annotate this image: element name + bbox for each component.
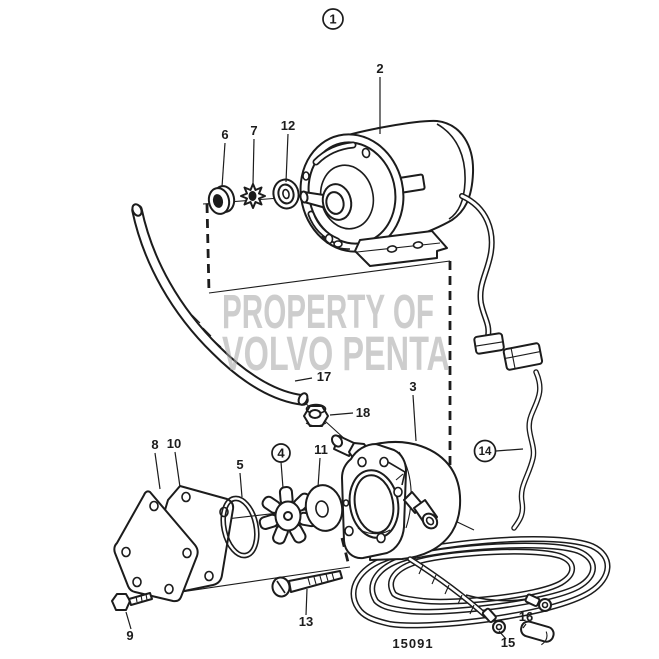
pump-housing-drawing [330, 434, 462, 561]
ring-terminal-b [524, 593, 552, 612]
twisted-wire-hatching [418, 564, 475, 615]
callout-9: 9 [126, 628, 133, 643]
motor-bracket [354, 230, 448, 267]
callout-circle-4 [271, 443, 291, 463]
callout-circle-1 [322, 8, 344, 30]
callout-1: 1 [329, 12, 336, 27]
callout-3: 3 [409, 379, 416, 394]
callout-16: 16 [519, 609, 533, 624]
cable-connector-female [502, 342, 544, 371]
callout-labels: 1 2 3 4 5 6 7 8 9 10 11 12 13 14 15 16 1… [126, 8, 533, 650]
watermark-line2: VOLVO PENTA [222, 328, 450, 381]
callout-2: 2 [376, 61, 383, 76]
protective-sleeve [520, 620, 555, 646]
callout-13: 13 [299, 614, 313, 629]
motor-drawing [299, 119, 475, 267]
o-ring-drawing [220, 495, 260, 559]
shaft-parts-drawing [207, 178, 300, 215]
callout-15: 15 [501, 635, 515, 650]
cable-connector-male [473, 332, 505, 355]
leader-lines [125, 77, 527, 640]
callout-18: 18 [356, 405, 370, 420]
hose-nut-drawing [303, 403, 329, 427]
callout-12: 12 [281, 118, 295, 133]
hose-shading [191, 314, 222, 348]
callout-circle-14 [473, 439, 497, 463]
callout-10: 10 [167, 436, 181, 451]
watermark-line1: PROPERTY OF [222, 286, 434, 339]
bolt-drawing [111, 592, 153, 611]
callout-4: 4 [277, 446, 285, 461]
ring-terminal-a [481, 607, 506, 634]
bolt-threads [135, 593, 148, 603]
screw-drawing [271, 570, 343, 598]
callout-7: 7 [250, 123, 257, 138]
callout-14: 14 [479, 446, 492, 458]
callout-11: 11 [314, 442, 328, 457]
pump-outlet-port [403, 491, 439, 530]
callout-8: 8 [151, 437, 158, 452]
screw-threads [307, 572, 335, 586]
hose-drawing [131, 203, 309, 406]
callout-17: 17 [317, 369, 331, 384]
washer-drawing [304, 484, 344, 532]
callout-5: 5 [236, 457, 243, 472]
property-watermark: PROPERTY OF VOLVO PENTA [222, 286, 450, 381]
cover-plates-drawing [113, 485, 235, 603]
drawing-number: 15091 [392, 636, 433, 651]
motor-cable-drawing [459, 193, 544, 531]
harness-leads-drawing [407, 556, 555, 646]
callout-6: 6 [221, 127, 228, 142]
